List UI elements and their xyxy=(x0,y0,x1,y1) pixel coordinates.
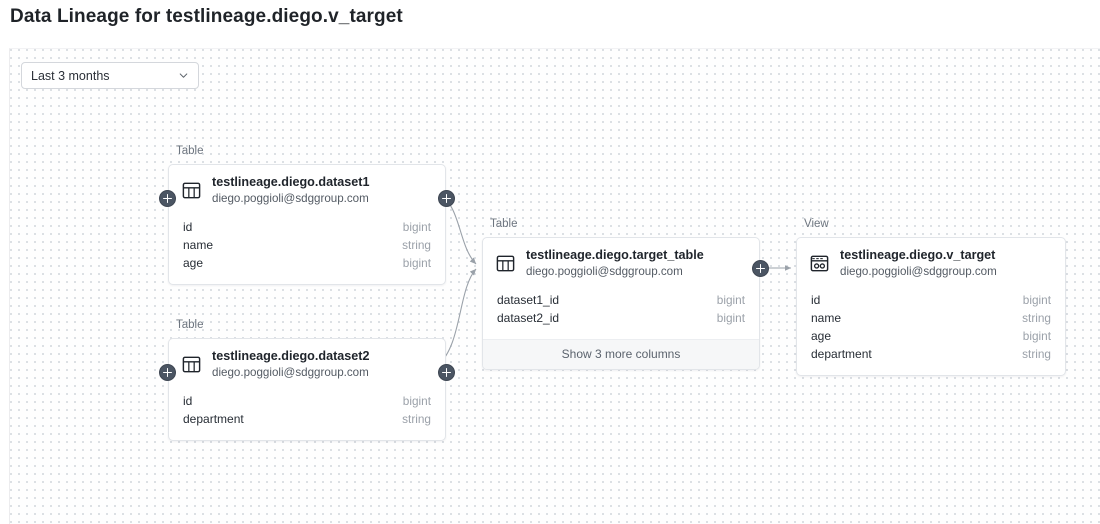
node-entity-name: testlineage.diego.target_table xyxy=(526,248,704,262)
column-name: department xyxy=(811,347,872,361)
expand-downstream-button[interactable] xyxy=(752,260,769,277)
node-owner: diego.poggioli@sdggroup.com xyxy=(526,265,683,278)
page-title: Data Lineage for testlineage.diego.v_tar… xyxy=(10,6,403,27)
view-icon xyxy=(810,255,829,272)
expand-upstream-button[interactable] xyxy=(159,190,176,207)
column-type: bigint xyxy=(716,311,745,325)
column-name: age xyxy=(811,329,832,343)
column-row: department string xyxy=(183,410,431,428)
node-owner: diego.poggioli@sdggroup.com xyxy=(212,192,369,205)
column-row: id bigint xyxy=(183,392,431,410)
node-header: testlineage.diego.target_table diego.pog… xyxy=(483,238,759,288)
show-more-columns-button[interactable]: Show 3 more columns xyxy=(483,339,759,369)
column-row: name string xyxy=(811,309,1051,327)
node-owner: diego.poggioli@sdggroup.com xyxy=(840,265,997,278)
node-kind-label: Table xyxy=(176,319,204,331)
column-type: string xyxy=(1022,311,1051,325)
node-owner: diego.poggioli@sdggroup.com xyxy=(212,366,369,379)
column-type: string xyxy=(402,412,431,426)
table-icon xyxy=(182,182,201,199)
column-row: age bigint xyxy=(183,254,431,272)
expand-downstream-button[interactable] xyxy=(438,190,455,207)
column-name: name xyxy=(811,311,842,325)
table-icon xyxy=(496,255,515,272)
expand-upstream-button[interactable] xyxy=(159,364,176,381)
column-row: dataset2_id bigint xyxy=(497,309,745,327)
column-type: bigint xyxy=(402,394,431,408)
node-entity-name: testlineage.diego.dataset2 xyxy=(212,349,370,363)
column-type: bigint xyxy=(402,256,431,270)
node-kind-label: View xyxy=(804,218,829,230)
time-range-value: Last 3 months xyxy=(31,68,110,83)
column-type: string xyxy=(1022,347,1051,361)
lineage-node-dataset2[interactable]: Table testlineage.diego.dataset2 diego.p… xyxy=(159,319,455,441)
column-type: string xyxy=(402,238,431,252)
node-kind-label: Table xyxy=(176,145,204,157)
node-card: testlineage.diego.target_table diego.pog… xyxy=(482,237,760,370)
column-row: id bigint xyxy=(183,218,431,236)
node-columns: id bigint name string age bigint xyxy=(169,215,445,284)
time-range-select[interactable]: Last 3 months xyxy=(21,62,199,89)
node-card: testlineage.diego.dataset1 diego.poggiol… xyxy=(168,164,446,285)
column-row: name string xyxy=(183,236,431,254)
node-header: testlineage.diego.dataset2 diego.poggiol… xyxy=(169,339,445,389)
column-name: department xyxy=(183,412,244,426)
lineage-node-v-target[interactable]: View testlineage.diego.v_target dieg xyxy=(796,218,1066,376)
column-name: dataset1_id xyxy=(497,293,560,307)
column-row: age bigint xyxy=(811,327,1051,345)
node-card: testlineage.diego.v_target diego.poggiol… xyxy=(796,237,1066,376)
expand-downstream-button[interactable] xyxy=(438,364,455,381)
column-type: bigint xyxy=(402,220,431,234)
node-columns: dataset1_id bigint dataset2_id bigint xyxy=(483,288,759,339)
column-name: id xyxy=(183,394,193,408)
column-row: department string xyxy=(811,345,1051,363)
table-icon xyxy=(182,356,201,373)
lineage-node-dataset1[interactable]: Table testlineage.diego.dataset1 diego.p… xyxy=(159,145,455,285)
column-name: name xyxy=(183,238,214,252)
lineage-canvas[interactable]: Last 3 months Table xyxy=(9,48,1100,524)
column-name: id xyxy=(811,293,821,307)
node-kind-label: Table xyxy=(490,218,518,230)
lineage-node-target-table[interactable]: Table testlineage.diego.target_table die… xyxy=(482,218,769,370)
column-name: age xyxy=(183,256,204,270)
column-name: id xyxy=(183,220,193,234)
node-header: testlineage.diego.v_target diego.poggiol… xyxy=(797,238,1065,288)
node-header: testlineage.diego.dataset1 diego.poggiol… xyxy=(169,165,445,215)
column-type: bigint xyxy=(1022,293,1051,307)
node-columns: id bigint name string age bigint departm… xyxy=(797,288,1065,375)
node-columns: id bigint department string xyxy=(169,389,445,440)
chevron-down-icon xyxy=(179,73,188,78)
column-row: dataset1_id bigint xyxy=(497,291,745,309)
column-type: bigint xyxy=(716,293,745,307)
node-card: testlineage.diego.dataset2 diego.poggiol… xyxy=(168,338,446,441)
column-name: dataset2_id xyxy=(497,311,560,325)
column-row: id bigint xyxy=(811,291,1051,309)
column-type: bigint xyxy=(1022,329,1051,343)
node-entity-name: testlineage.diego.v_target xyxy=(840,248,996,262)
node-entity-name: testlineage.diego.dataset1 xyxy=(212,175,370,189)
